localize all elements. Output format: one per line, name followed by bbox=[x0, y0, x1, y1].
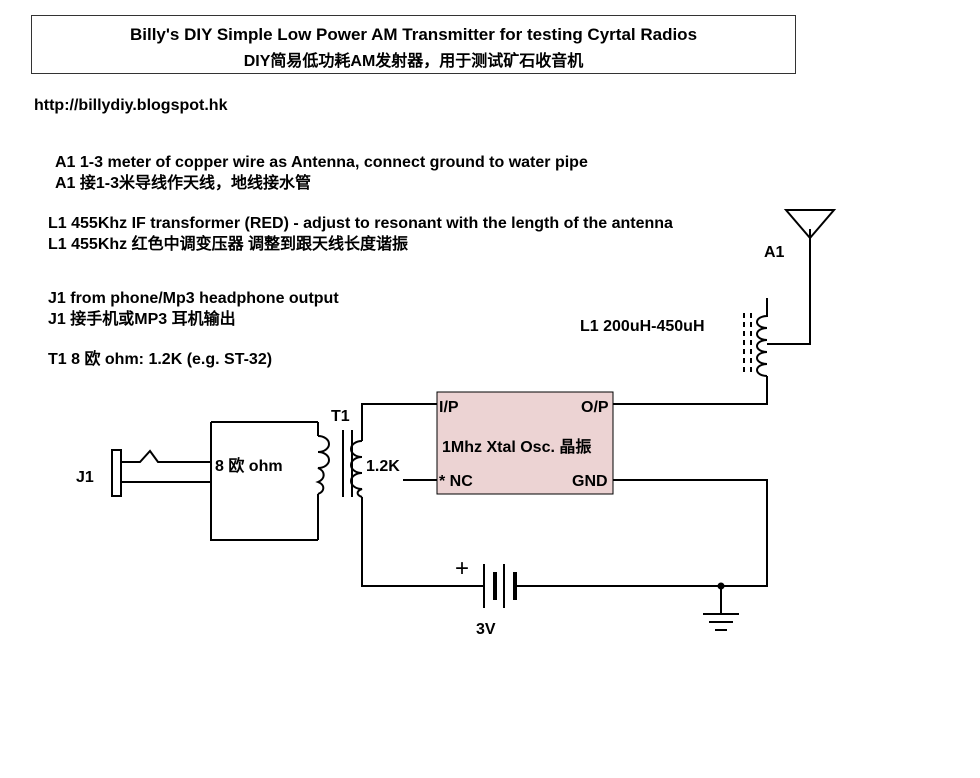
pin-gnd-label: GND bbox=[572, 473, 608, 490]
battery-label: 3V bbox=[476, 621, 496, 638]
a1-label: A1 bbox=[764, 244, 785, 261]
battery-plus-sign: + bbox=[455, 555, 469, 582]
oscillator-label: 1Mhz Xtal Osc. 晶振 bbox=[442, 437, 591, 456]
title-box: Billy's DIY Simple Low Power AM Transmit… bbox=[31, 15, 796, 74]
note-l1-english: L1 455Khz IF transformer (RED) - adjust … bbox=[48, 215, 673, 232]
j1-label: J1 bbox=[76, 469, 94, 486]
blog-url: http://billydiy.blogspot.hk bbox=[34, 97, 228, 114]
note-j1-chinese: J1 接手机或MP3 耳机输出 bbox=[48, 311, 236, 328]
wire-op-to-l1 bbox=[613, 376, 768, 405]
note-a1-chinese: A1 接1-3米导线作天线，地线接水管 bbox=[55, 175, 312, 192]
antenna-symbol bbox=[783, 209, 837, 240]
wire-secondary-to-ip bbox=[361, 403, 437, 441]
wire-gnd bbox=[613, 479, 768, 587]
t1-secondary-coil bbox=[350, 440, 363, 498]
ground-symbol bbox=[703, 586, 739, 631]
note-l1-chinese: L1 455Khz 红色中调变压器 调整到跟天线长度谐振 bbox=[48, 236, 409, 253]
pin-op-label: O/P bbox=[581, 399, 609, 416]
battery-symbol bbox=[477, 564, 721, 608]
title-chinese: DIY简易低功耗AM发射器，用于测试矿石收音机 bbox=[243, 53, 584, 70]
l1-core bbox=[743, 313, 752, 376]
j1-jack-symbol bbox=[111, 449, 211, 497]
wire-l1-to-antenna bbox=[767, 229, 811, 345]
l1-label: L1 200uH-450uH bbox=[580, 318, 705, 335]
l1-coil bbox=[756, 298, 768, 377]
primary-label: 8 欧 ohm bbox=[215, 456, 283, 475]
t1-primary-coil bbox=[315, 435, 330, 495]
pin-nc-label: * NC bbox=[439, 473, 473, 490]
note-j1-english: J1 from phone/Mp3 headphone output bbox=[48, 290, 339, 307]
note-t1: T1 8 欧 ohm: 1.2K (e.g. ST-32) bbox=[48, 351, 273, 368]
oscillator-box bbox=[436, 391, 614, 495]
secondary-label: 1.2K bbox=[366, 458, 400, 475]
primary-wiring bbox=[210, 421, 319, 541]
t1-label: T1 bbox=[331, 408, 350, 425]
junction-dot bbox=[717, 582, 725, 590]
title-english: Billy's DIY Simple Low Power AM Transmit… bbox=[129, 25, 698, 44]
note-a1-english: A1 1-3 meter of copper wire as Antenna, … bbox=[55, 154, 588, 171]
wire-secondary-to-battery bbox=[361, 497, 477, 587]
pin-ip-label: I/P bbox=[439, 399, 459, 416]
